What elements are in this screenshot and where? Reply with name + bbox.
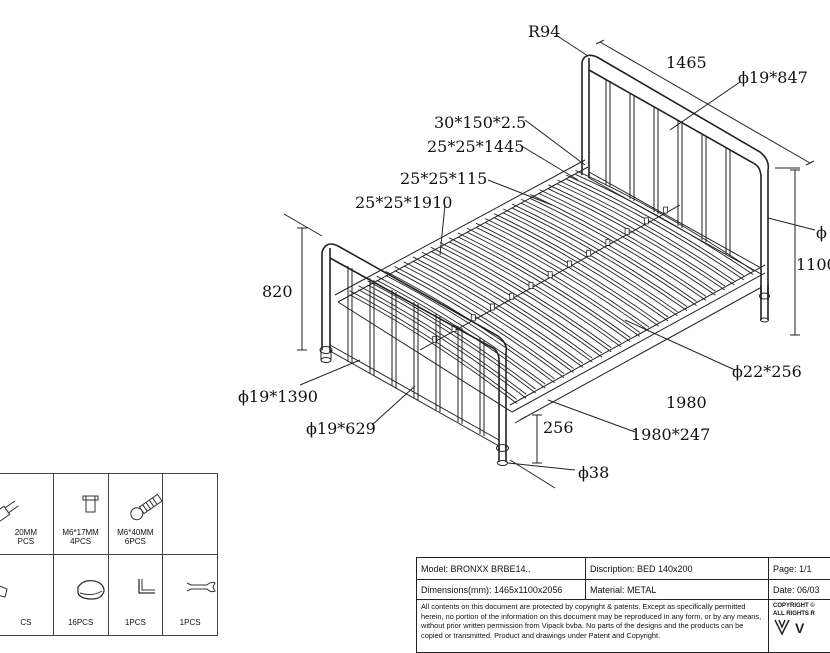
part-cell: 1PCS	[108, 555, 163, 636]
dim-height-1100: 1100	[796, 255, 830, 274]
dim-leg-256: 256	[543, 418, 574, 437]
model-cell: Model: BRONXX BRBE14..	[417, 558, 586, 580]
dim-length-1980: 1980	[666, 393, 707, 412]
slat-holder	[491, 304, 495, 310]
dim-tube-629: ϕ19*629	[306, 419, 376, 438]
slat-holder	[510, 293, 514, 299]
dim-tube-1980: 1980*247	[631, 425, 710, 444]
dim-tube-256: ϕ22*256	[732, 362, 802, 381]
material-cell: Material: METAL	[586, 580, 769, 600]
part-cell-empty	[163, 474, 218, 555]
model-text: Model: BRONXX BRBE14..	[421, 564, 531, 574]
copyright-cell: COPYRIGHT © ALL RIGHTS R V	[769, 600, 830, 653]
part-size: M6*40MM	[117, 528, 153, 537]
part-qty: 16PCS	[68, 618, 93, 627]
dim-profile-1910: 25*25*1910	[355, 193, 452, 212]
slat-holder	[587, 250, 591, 256]
vipack-logo: V	[773, 618, 823, 636]
slat-holder	[644, 218, 648, 224]
copyright-line-1: COPYRIGHT ©	[773, 603, 815, 609]
slat-holder	[567, 261, 571, 267]
part-cell: CS	[0, 555, 53, 636]
copyright-line-2: ALL RIGHTS R	[773, 611, 815, 617]
wrench-icon	[163, 571, 236, 607]
slat-holder	[664, 207, 668, 213]
dimensions-text: Dimensions(mm): 1465x1100x2056	[421, 585, 562, 595]
dimension-labels: R94 1465 ϕ19*847 30*150*2.5 25*25*1445 2…	[238, 22, 830, 482]
slat-holder	[471, 315, 475, 321]
slat-holder	[529, 282, 533, 288]
part-qty: PCS	[18, 537, 34, 546]
dimensions-cell: Dimensions(mm): 1465x1100x2056	[417, 580, 586, 600]
legal-cell: All contents on this document are protec…	[417, 600, 769, 653]
dim-profile-30: 30*150*2.5	[434, 113, 526, 132]
dim-tube-right-cut: ϕ	[816, 223, 827, 242]
dim-tube-1390: ϕ19*1390	[238, 387, 318, 406]
date-cell: Date: 06/03	[769, 580, 830, 600]
dim-profile-1445: 25*25*1445	[427, 137, 524, 156]
description-text: Discription: BED 140x200	[590, 564, 693, 574]
slat-holder	[625, 229, 629, 235]
part-size: 20MM	[15, 528, 37, 537]
date-text: Date: 06/03	[773, 585, 820, 595]
material-text: Material: METAL	[590, 585, 656, 595]
slat-line	[566, 179, 743, 280]
part-size: M6*17MM	[62, 528, 98, 537]
slat-line	[575, 174, 753, 274]
part-cell: 16PCS	[53, 555, 108, 636]
slat-line	[557, 184, 734, 285]
part-qty: 1PCS	[180, 618, 201, 627]
slat-holder	[606, 239, 610, 245]
dim-tube-847: ϕ19*847	[738, 68, 808, 87]
title-block: Model: BRONXX BRBE14.. Discription: BED …	[416, 557, 830, 653]
dim-headboard-width: 1465	[666, 53, 707, 72]
part-qty: 4PCS	[70, 537, 91, 546]
dim-profile-115: 25*25*115	[400, 169, 487, 188]
part-qty: CS	[20, 618, 31, 627]
page-cell: Page: 1/1	[769, 558, 830, 580]
slat-holder	[548, 272, 552, 278]
part-qty: 6PCS	[125, 537, 146, 546]
part-qty: 1PCS	[125, 618, 146, 627]
page-text: Page: 1/1	[773, 564, 812, 574]
part-cell: 1PCS	[163, 555, 218, 636]
dim-r94: R94	[528, 22, 560, 41]
logo-text: V	[795, 620, 805, 636]
dim-foot-38: ϕ38	[578, 463, 609, 482]
legal-text: All contents on this document are protec…	[421, 602, 761, 640]
dim-height-820: 820	[262, 282, 293, 301]
description-cell: Discription: BED 140x200	[586, 558, 769, 580]
